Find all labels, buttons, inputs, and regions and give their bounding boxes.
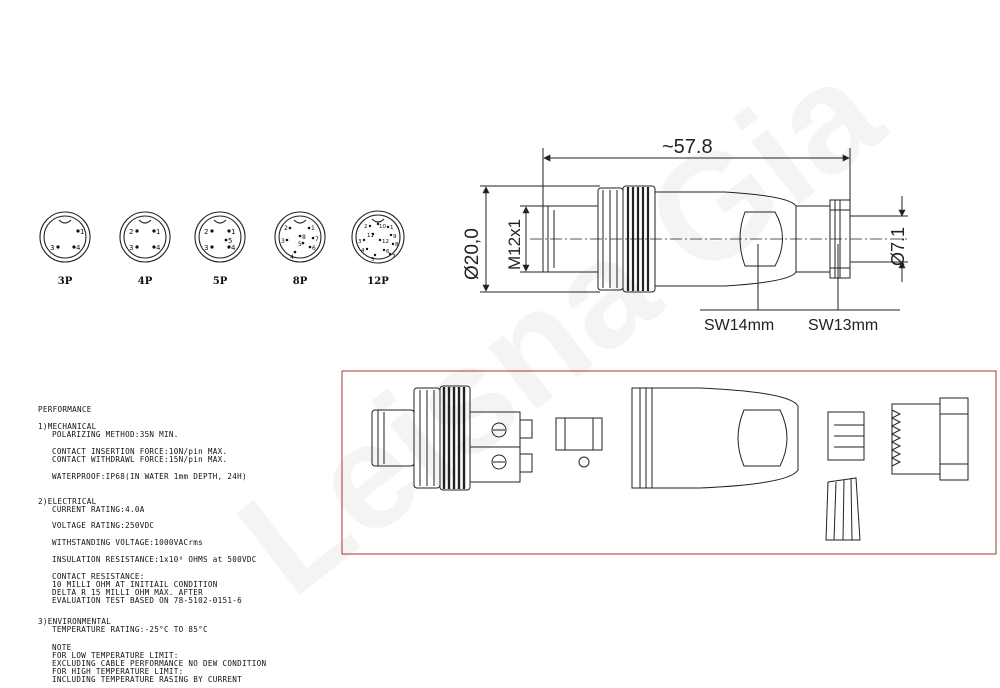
pin-layout-label-5p: 5P (212, 276, 228, 287)
part-coupling-nut (413, 385, 471, 491)
pin-3p-1: 1 (80, 228, 84, 236)
pin-3p-4: 4 (76, 244, 81, 252)
pin-12p-1: 1 (390, 225, 394, 231)
pin-face-4p (119, 211, 171, 263)
pin-8p-5: 5 (298, 241, 302, 248)
spec-title: PERFORMANCE (38, 405, 92, 414)
spec-electrical-line: 10 MILLI OHM AT INITIAIL CONDITION (52, 580, 218, 589)
wrench-size-13: SW13mm (808, 317, 878, 334)
part-clamp-insert (555, 417, 603, 468)
pin-face-5p (194, 211, 246, 263)
pin-12p-2: 2 (364, 224, 368, 230)
spec-note-line: INCLUDING TEMPERATURE RASING BY CURRENT (52, 675, 243, 684)
pin-8p-8: 8 (302, 234, 306, 241)
pin-12p-11: 11 (367, 233, 374, 239)
pin-12p-6: 6 (386, 249, 390, 255)
part-collet (825, 477, 861, 541)
pin-4p-1: 1 (156, 228, 160, 236)
part-housing (631, 387, 799, 489)
spec-electrical-line: CONTACT RESISTANCE: (52, 572, 145, 581)
exploded-parts-view (341, 370, 997, 555)
part-front-insert (371, 409, 415, 467)
pin-layout-label-3p: 3P (57, 276, 73, 287)
pin-8p-4: 4 (290, 254, 294, 261)
pin-4p-4: 4 (156, 244, 161, 252)
pin-8p-7: 7 (315, 236, 319, 243)
pin-face-3p (39, 211, 91, 263)
spec-mechanical-line: CONTACT INSERTION FORCE:10N/pin MAX. (52, 447, 228, 456)
pin-layout-label-8p: 8P (292, 276, 308, 287)
spec-electrical-line: INSULATION RESISTANCE:1x10⁸ OHMS at 500V… (52, 555, 257, 564)
spec-electrical-line: DELTA R 15 MILLI OHM MAX. AFTER (52, 588, 204, 597)
spec-note-line: FOR HIGH TEMPERATURE LIMIT: (52, 667, 184, 676)
spec-note-line: FOR LOW TEMPERATURE LIMIT: (52, 651, 179, 660)
spec-electrical-line: WITHSTANDING VOLTAGE:1000VACrms (52, 538, 204, 547)
pin-12p-9: 9 (393, 234, 397, 240)
spec-electrical-line: CURRENT RATING:4.0A (52, 505, 145, 514)
pin-layout-label-12p: 12P (367, 276, 389, 287)
spec-electrical-heading: 2)ELECTRICAL (38, 497, 97, 506)
pin-12p-3: 3 (358, 239, 362, 245)
pin-5p-4: 4 (231, 244, 236, 252)
spec-mechanical-line: POLARIZING METHOD:35N MIN. (52, 430, 179, 439)
exploded-view-frame (341, 370, 997, 555)
cable-dimension: Ø7.1 (888, 227, 908, 266)
pin-layout-label-4p: 4P (137, 276, 153, 287)
spec-electrical-line: VOLTAGE RATING:250VDC (52, 521, 155, 530)
part-gland-nut (890, 397, 969, 481)
pin-5p-1: 1 (231, 228, 235, 236)
pin-5p-2: 2 (204, 228, 208, 236)
pin-12p-4: 4 (361, 248, 365, 254)
spec-environmental-line: TEMPERATURE RATING:-25°C TO 85°C (52, 625, 208, 634)
connector-side-view: ~57.8 Ø20,0 M12x1 Ø7.1 SW14mm SW13mm (462, 136, 910, 334)
pin-face-8p (274, 211, 326, 263)
spec-electrical-line: EVALUATION TEST BASED ON 78-5102-0151-6 (52, 596, 243, 605)
pin-4p-2: 2 (129, 228, 133, 236)
pin-8p-2: 2 (284, 225, 288, 232)
pin-12p-10: 10 (379, 224, 386, 230)
length-dimension: ~57.8 (662, 136, 713, 158)
pin-5p-5: 5 (228, 237, 232, 245)
spec-environmental-heading: 3)ENVIRONMENTAL (38, 617, 112, 626)
pin-5p-3: 3 (204, 244, 208, 252)
pin-face-12p (351, 210, 405, 264)
pin-3p-3: 3 (50, 244, 54, 252)
wrench-size-14: SW14mm (704, 317, 774, 334)
pin-8p-1: 1 (311, 225, 315, 232)
pin-8p-6: 6 (312, 245, 316, 252)
part-seal (827, 411, 865, 461)
thread-dimension: M12x1 (505, 219, 524, 270)
pin-12p-12: 12 (382, 239, 389, 245)
spec-mechanical-line: WATERPROOF:IP68(IN WATER 1mm DEPTH, 24H) (52, 472, 247, 481)
pin-layouts-drawing: 1 3 4 2 1 3 4 2 1 5 3 4 2 1 7 8 6 3 5 4 … (39, 210, 405, 264)
pin-4p-3: 3 (129, 244, 133, 252)
spec-note-line: EXCLUDING CABLE PERFORMANCE NO DEW CONDI… (52, 659, 267, 668)
spec-mechanical-heading: 1)MECHANICAL (38, 422, 97, 431)
diameter-dimension: Ø20,0 (462, 228, 483, 280)
spec-note-heading: NOTE (52, 643, 72, 652)
spec-mechanical-line: CONTACT WITHDRAWL FORCE:15N/pin MAX. (52, 455, 228, 464)
part-terminal-block (469, 411, 533, 483)
pin-12p-7: 7 (392, 254, 396, 260)
pin-12p-8: 8 (395, 242, 399, 248)
pin-12p-5: 5 (371, 257, 375, 263)
pin-8p-3: 3 (281, 238, 285, 245)
